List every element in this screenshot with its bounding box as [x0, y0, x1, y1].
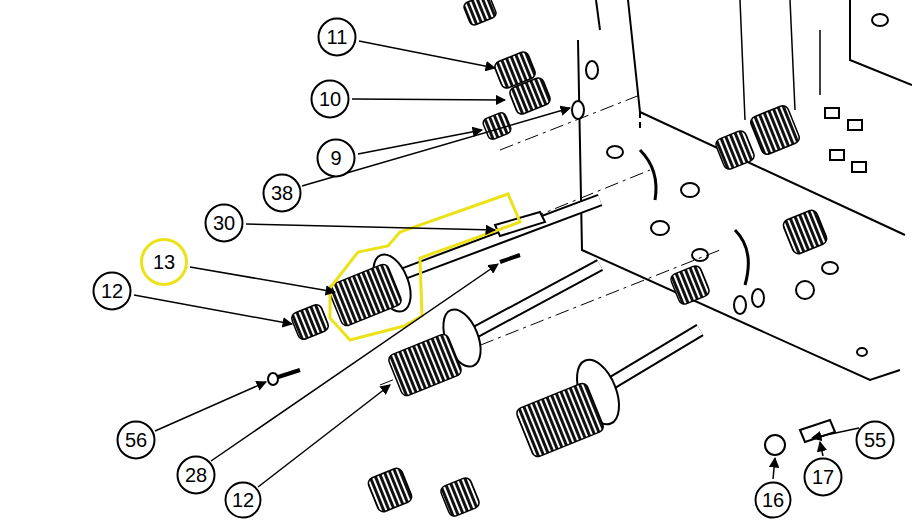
- slot: [852, 162, 866, 172]
- gear: [749, 104, 801, 156]
- callout-number: 17: [803, 457, 843, 497]
- callout-number: 11: [317, 17, 357, 57]
- leader-line: [352, 99, 505, 100]
- pin: [500, 255, 520, 262]
- highlight-outline: [330, 194, 520, 340]
- leader-line: [820, 442, 823, 456]
- gear: [714, 129, 756, 171]
- center-lines: [330, 95, 720, 385]
- callout-number: 9: [316, 138, 356, 178]
- shaft: [600, 330, 700, 390]
- callout-circle: 12: [224, 481, 262, 519]
- washer: [586, 61, 598, 79]
- washer: [572, 101, 584, 119]
- nut: [796, 281, 814, 299]
- callout-circle: 17: [803, 457, 843, 497]
- leader-line: [773, 458, 775, 479]
- callout-number: 10: [310, 79, 350, 119]
- nut: [765, 435, 785, 455]
- leader-line: [258, 385, 390, 487]
- dowel: [857, 348, 867, 356]
- shaft: [600, 330, 700, 390]
- leader-line: [246, 224, 495, 230]
- bore: [692, 249, 708, 261]
- washer: [734, 296, 746, 314]
- slot: [830, 150, 844, 160]
- callout-circle: 55: [855, 420, 895, 460]
- plate-edge: [628, 0, 905, 235]
- callout-circle: 10: [310, 79, 350, 119]
- gear: [669, 264, 711, 306]
- leader-line: [812, 428, 859, 438]
- leader-line: [211, 264, 498, 461]
- housing-plate: [578, 0, 912, 380]
- callout-number: 16: [754, 481, 792, 519]
- leader-lines: [134, 41, 859, 487]
- leader-line: [155, 382, 266, 431]
- callout-number: 38: [262, 173, 302, 213]
- callout-circle: 28: [176, 455, 216, 495]
- leader-line: [359, 41, 495, 68]
- callout-number: 56: [116, 420, 156, 460]
- gears: [290, 0, 829, 518]
- bore: [651, 221, 669, 235]
- plate-edge: [578, 40, 900, 380]
- gear: [515, 382, 605, 459]
- callout-circle: 56: [116, 420, 156, 460]
- callout-circle: 30: [204, 203, 244, 243]
- leader-line: [134, 295, 292, 324]
- gear: [290, 303, 330, 341]
- gear: [387, 333, 463, 398]
- callout-number: 30: [204, 203, 244, 243]
- shaft-line: [740, 0, 820, 120]
- slot: [848, 120, 862, 130]
- gear: [327, 263, 403, 328]
- callout-circle: 13: [140, 238, 188, 286]
- callout-circle: 38: [262, 173, 302, 213]
- callout-circle: 12: [92, 271, 132, 311]
- bolt: [800, 420, 835, 442]
- bore: [681, 183, 699, 197]
- bore: [607, 146, 623, 158]
- leader-line: [190, 267, 335, 292]
- screw-head: [268, 373, 278, 385]
- hardware: [268, 61, 867, 455]
- callout-number: 12: [92, 271, 132, 311]
- plate-edge: [596, 0, 600, 30]
- bore: [872, 14, 888, 26]
- leader-line: [358, 130, 482, 154]
- shaft: [470, 265, 600, 335]
- callout-number: 12: [224, 481, 262, 519]
- gear: [782, 209, 829, 256]
- shaft: [470, 265, 600, 335]
- callout-circle: 16: [754, 481, 792, 519]
- callout-number: 13: [140, 238, 188, 286]
- bore: [822, 262, 838, 274]
- washer: [752, 289, 764, 307]
- gear: [508, 76, 552, 115]
- arc-slot: [735, 230, 748, 285]
- key: [495, 212, 545, 236]
- screw: [275, 370, 300, 378]
- shaft: [400, 200, 600, 275]
- callout-number: 55: [855, 420, 895, 460]
- gear: [463, 0, 498, 26]
- hidden-line: [639, 112, 641, 130]
- callout-number: 28: [176, 455, 216, 495]
- slot: [825, 108, 839, 118]
- plate-edge: [850, 0, 912, 85]
- leader-line: [302, 108, 570, 186]
- callout-circle: 9: [316, 138, 356, 178]
- callout-circle: 11: [317, 17, 357, 57]
- fitting: [367, 467, 414, 514]
- fitting: [439, 476, 481, 518]
- arc-slot: [640, 150, 656, 200]
- shaft: [400, 200, 600, 275]
